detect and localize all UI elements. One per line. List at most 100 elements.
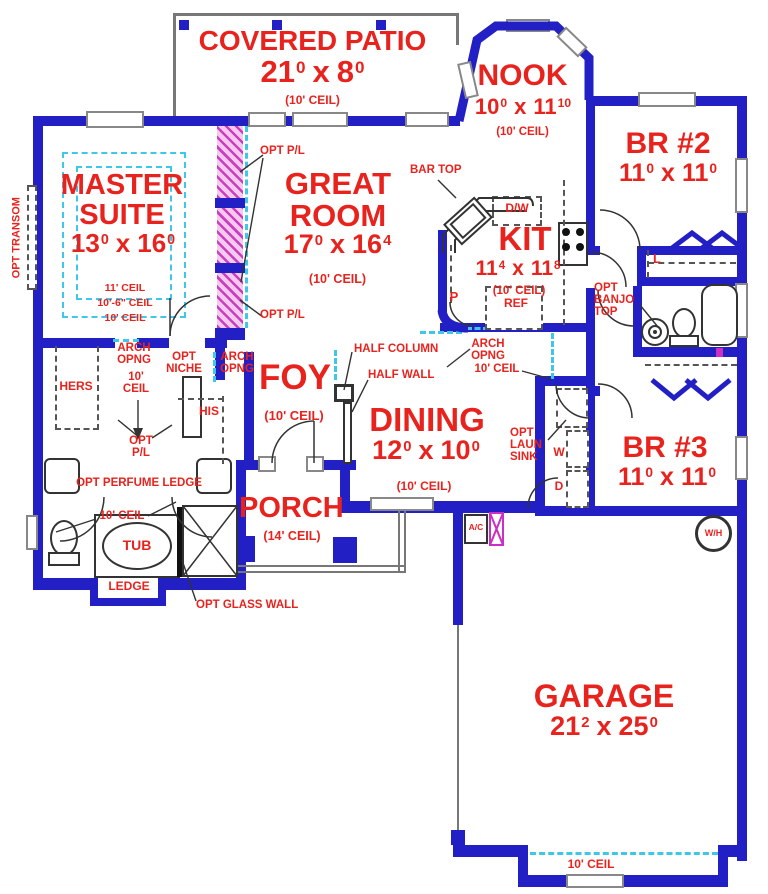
stove-burners (562, 228, 584, 251)
patio-post (179, 20, 189, 30)
master-name: MASTER SUITE (60, 169, 184, 232)
wall-segment (215, 263, 245, 273)
pantry-label: P (449, 289, 459, 304)
his-label: HIS (198, 404, 219, 418)
wall-bath-left (633, 286, 642, 347)
wall-kitchen-right (586, 100, 595, 250)
opt-banjo-top-label: OPT BANJO TOP (594, 282, 635, 318)
opt-transom-window (27, 185, 37, 290)
br2-name: BR #2 (625, 127, 711, 160)
wall-laundry-top (535, 376, 594, 386)
washer-label: W (553, 445, 565, 459)
counter-dashed (450, 245, 452, 303)
door-sill (306, 456, 324, 472)
opt-niche-box (182, 376, 202, 438)
wall-hall-right (586, 288, 595, 388)
porch-column (233, 536, 255, 562)
arch-opening-dashed (551, 333, 554, 379)
wall-garage-bottom-left (453, 845, 528, 857)
master-ceil3: 10' CEIL (104, 312, 146, 324)
garage-door-dashed (530, 852, 718, 855)
window (86, 111, 144, 128)
opt-plant-ledge-wall (217, 126, 243, 198)
wall-bath-bottom (633, 347, 745, 357)
shower-x (182, 505, 238, 577)
hers-label: HERS (59, 379, 93, 393)
garage-name: GARAGE (533, 678, 675, 714)
opt-glass-wall-label: OPT GLASS WALL (196, 599, 299, 611)
wall-bath-bottom-right (160, 578, 246, 590)
wall-segment (586, 246, 600, 255)
bar-top-label: BAR TOP (410, 164, 462, 176)
window-dining (370, 497, 434, 511)
opt-perfume-ledge-label: OPT PERFUME LEDGE (76, 477, 202, 489)
dishwasher-label: D/W (505, 201, 529, 215)
porch-edge (398, 501, 400, 573)
tub-label: TUB (122, 537, 152, 553)
wall-ledge-front (90, 598, 166, 606)
wall-segment (215, 198, 245, 208)
wall-closet-bottom (637, 277, 745, 286)
dryer-box (566, 470, 589, 508)
master-ceil1: 11' CEIL (104, 282, 146, 294)
master-ceil2: 10'-6" CEIL (97, 297, 153, 309)
window (735, 436, 748, 480)
great-name: GREAT ROOM (284, 166, 392, 234)
dining-name: DINING (369, 401, 485, 438)
refrigerator-label: REF (504, 296, 528, 310)
ac-x (489, 512, 504, 546)
patio-post (272, 20, 282, 30)
hers-closet-dashed (97, 346, 99, 430)
ac-x-box (489, 512, 504, 546)
great-ceil: (10' CEIL) (308, 272, 367, 286)
arch-opng-label: ARCH OPNG (220, 351, 254, 375)
half-column (334, 384, 354, 402)
garage-door-sill (566, 874, 624, 888)
hers-closet-dashed (55, 428, 99, 430)
porch-column (333, 537, 357, 563)
wall-master-bottom-mid (137, 338, 169, 348)
nook-windows (457, 26, 588, 100)
ledge-label: LEDGE (108, 579, 150, 593)
wall-bath-porch-divider (236, 460, 246, 588)
half-wall (343, 402, 352, 464)
hall-ceil-label: 10' CEIL (122, 371, 150, 395)
patio-outline-right (456, 13, 459, 45)
porch-edge (228, 565, 404, 567)
wall-laundry-bottom (535, 506, 595, 516)
wh-label: W/H (704, 527, 723, 538)
opt-laundry-sink-box (556, 388, 588, 428)
wall-garage-right (737, 516, 747, 861)
counter-dashed (563, 180, 565, 325)
kitchen-curved-wall (437, 309, 469, 333)
wall-segment (215, 330, 225, 380)
wall-laundry-right (586, 376, 595, 516)
patio-ceil: (10' CEIL) (285, 93, 340, 107)
br3-name: BR #3 (622, 431, 708, 464)
linen-closet-dashed (647, 250, 649, 278)
his-closet-dashed (178, 398, 224, 400)
patio-name: COVERED PATIO (198, 25, 427, 56)
toilet-tank (48, 552, 80, 566)
wall-garage-left-upper (453, 501, 463, 625)
foy-name: FOY (259, 358, 331, 397)
ac-label: A/C (468, 522, 484, 532)
window (638, 92, 696, 107)
plant-ledge-dashed-edge (245, 126, 248, 328)
patio-outline-top (173, 13, 459, 16)
window (292, 112, 348, 127)
nook-name: NOOK (477, 59, 568, 92)
patio-post (376, 20, 386, 30)
tub (102, 522, 172, 570)
wall-segment (637, 246, 646, 286)
porch-edge (228, 571, 404, 573)
master-ceiling-tray-inner (76, 166, 172, 300)
window (405, 112, 449, 127)
window (735, 158, 748, 213)
wall-bath-bottom-left (33, 578, 97, 590)
wall-garage-bottom-right (718, 845, 747, 857)
